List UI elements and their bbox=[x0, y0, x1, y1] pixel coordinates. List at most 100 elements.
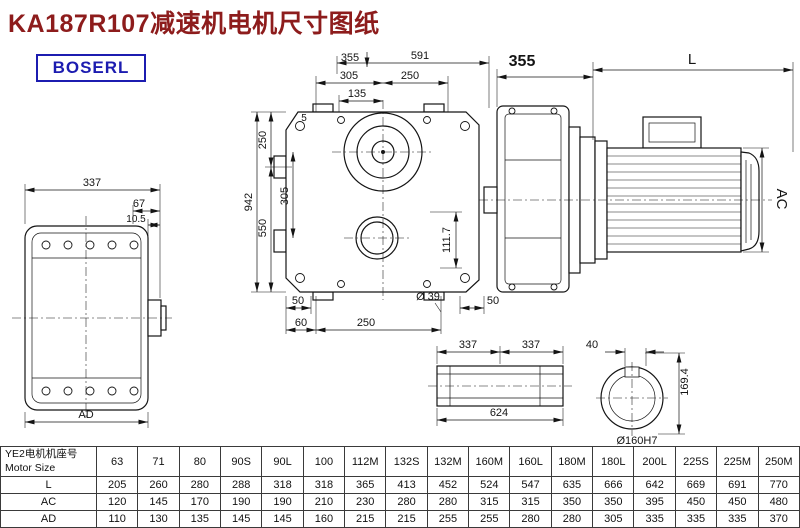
dimension-value-cell: 260 bbox=[137, 476, 180, 494]
dimension-value-cell: 318 bbox=[261, 476, 304, 494]
dim-250-bottom-label: 250 bbox=[357, 317, 375, 329]
motor-size-column-header: 71 bbox=[137, 446, 180, 477]
dim-dia39-label: Ø 39 bbox=[416, 291, 440, 303]
dimension-value-cell: 666 bbox=[592, 476, 635, 494]
dim-305-top-label: 305 bbox=[340, 70, 358, 82]
dimension-value-cell: 280 bbox=[550, 510, 594, 528]
cooling-fins bbox=[607, 155, 741, 245]
dimension-value-cell: 215 bbox=[344, 510, 387, 528]
dimension-value-cell: 120 bbox=[95, 493, 139, 511]
gearbox-front-view bbox=[273, 100, 480, 301]
dimension-value-cell: 170 bbox=[178, 493, 222, 511]
dim-355-gearbox-label: 355 bbox=[509, 53, 536, 70]
motor-size-column-header: 100 bbox=[302, 446, 346, 477]
dimension-value-cell: 255 bbox=[426, 510, 470, 528]
dim-942-label: 942 bbox=[243, 193, 255, 211]
dim-169-4-label: 169.4 bbox=[679, 368, 691, 396]
row-label-L: L bbox=[0, 476, 97, 494]
dimension-value-cell: 160 bbox=[302, 510, 346, 528]
dim-67-label: 67 bbox=[133, 198, 145, 210]
dimension-value-cell: 480 bbox=[757, 493, 800, 511]
dim-60-label: 60 bbox=[295, 317, 307, 329]
dimension-value-cell: 318 bbox=[302, 476, 346, 494]
page-title: KA187R107减速机电机尺寸图纸 bbox=[8, 10, 380, 38]
motor-size-column-header: 250M bbox=[757, 446, 800, 477]
dimension-value-cell: 547 bbox=[509, 476, 552, 494]
dim-591-label: 591 bbox=[411, 50, 429, 62]
dim-250-top-label: 250 bbox=[401, 70, 419, 82]
dimension-value-cell: 215 bbox=[385, 510, 428, 528]
dim-40-label: 40 bbox=[586, 339, 598, 351]
dimension-value-cell: 335 bbox=[716, 510, 759, 528]
dim-337-shaft-left-label: 337 bbox=[459, 339, 477, 351]
motor-size-column-header: 180L bbox=[592, 446, 635, 477]
dimension-value-cell: 370 bbox=[757, 510, 800, 528]
dimension-value-cell: 205 bbox=[95, 476, 139, 494]
gearbox-left-view bbox=[12, 216, 172, 420]
dimension-value-cell: 635 bbox=[550, 476, 594, 494]
dim-dia160H7-label: Ø160H7 bbox=[617, 435, 658, 446]
dim-L-label: L bbox=[688, 51, 696, 68]
table-corner-cn: YE2电机机座号 bbox=[5, 447, 78, 460]
fan-cover bbox=[740, 151, 760, 252]
dim-250-left-label: 250 bbox=[257, 131, 269, 149]
gearmotor-side-view bbox=[479, 105, 772, 293]
table-corner-en: Motor Size bbox=[5, 461, 56, 474]
dimension-value-cell: 110 bbox=[95, 510, 139, 528]
row-label-AD: AD bbox=[0, 510, 97, 528]
dim-AD-label: AD bbox=[78, 409, 93, 421]
shaft-bore-end-view: 40 169.4 Ø160H7 bbox=[586, 339, 691, 446]
dimension-value-cell: 145 bbox=[220, 510, 263, 528]
motor-size-column-header: 90L bbox=[261, 446, 304, 477]
dimension-value-cell: 450 bbox=[716, 493, 759, 511]
dim-135-label: 135 bbox=[348, 88, 366, 100]
dim-337-left-view-label: 337 bbox=[83, 177, 101, 189]
dim-111-7-label: 111.7 bbox=[441, 227, 453, 253]
dim-10-5-label: 10.5 bbox=[126, 214, 146, 225]
dimension-value-cell: 350 bbox=[550, 493, 594, 511]
dimension-value-cell: 395 bbox=[633, 493, 676, 511]
table-corner-header: YE2电机机座号 Motor Size bbox=[0, 446, 97, 477]
brand-logo: BOSERL bbox=[36, 54, 146, 82]
technical-drawing: 591 355 305 250 135 942 250 550 305 5 bbox=[12, 50, 794, 446]
dimension-value-cell: 335 bbox=[674, 510, 718, 528]
dimension-value-cell: 230 bbox=[344, 493, 387, 511]
motor-size-column-header: 225M bbox=[716, 446, 759, 477]
motor-size-column-header: 80 bbox=[178, 446, 222, 477]
dimension-value-cell: 135 bbox=[178, 510, 222, 528]
motor-size-column-header: 112M bbox=[344, 446, 387, 477]
left-view-dimensions: 337 67 10.5 AD bbox=[24, 177, 161, 428]
dimension-value-cell: 280 bbox=[385, 493, 428, 511]
dimension-value-cell: 145 bbox=[137, 493, 180, 511]
dimension-value-cell: 190 bbox=[220, 493, 263, 511]
motor-size-column-header: 160M bbox=[468, 446, 511, 477]
dimension-value-cell: 255 bbox=[468, 510, 511, 528]
dimension-value-cell: 280 bbox=[426, 493, 470, 511]
dimension-value-cell: 642 bbox=[633, 476, 676, 494]
gearbox-housing bbox=[496, 105, 570, 293]
dimension-value-cell: 691 bbox=[716, 476, 759, 494]
dim-337-shaft-right-label: 337 bbox=[522, 339, 540, 351]
motor-size-column-header: 132S bbox=[385, 446, 428, 477]
dimension-value-cell: 669 bbox=[674, 476, 718, 494]
front-view-dimensions: 591 355 305 250 135 942 250 550 305 5 bbox=[243, 50, 499, 334]
motor-size-column-header: 63 bbox=[95, 446, 139, 477]
row-label-AC: AC bbox=[0, 493, 97, 511]
dimension-value-cell: 288 bbox=[220, 476, 263, 494]
dimension-value-cell: 210 bbox=[302, 493, 346, 511]
output-shaft-view: 337 337 624 bbox=[428, 339, 572, 426]
dimension-value-cell: 335 bbox=[633, 510, 676, 528]
motor-size-column-header: 160L bbox=[509, 446, 552, 477]
dimension-value-cell: 130 bbox=[137, 510, 180, 528]
dimension-value-cell: 350 bbox=[592, 493, 635, 511]
dim-305-left-label: 305 bbox=[279, 187, 291, 205]
dimension-value-cell: 315 bbox=[468, 493, 511, 511]
terminal-box bbox=[642, 116, 702, 149]
dimension-value-cell: 145 bbox=[261, 510, 304, 528]
dimension-value-cell: 452 bbox=[426, 476, 470, 494]
